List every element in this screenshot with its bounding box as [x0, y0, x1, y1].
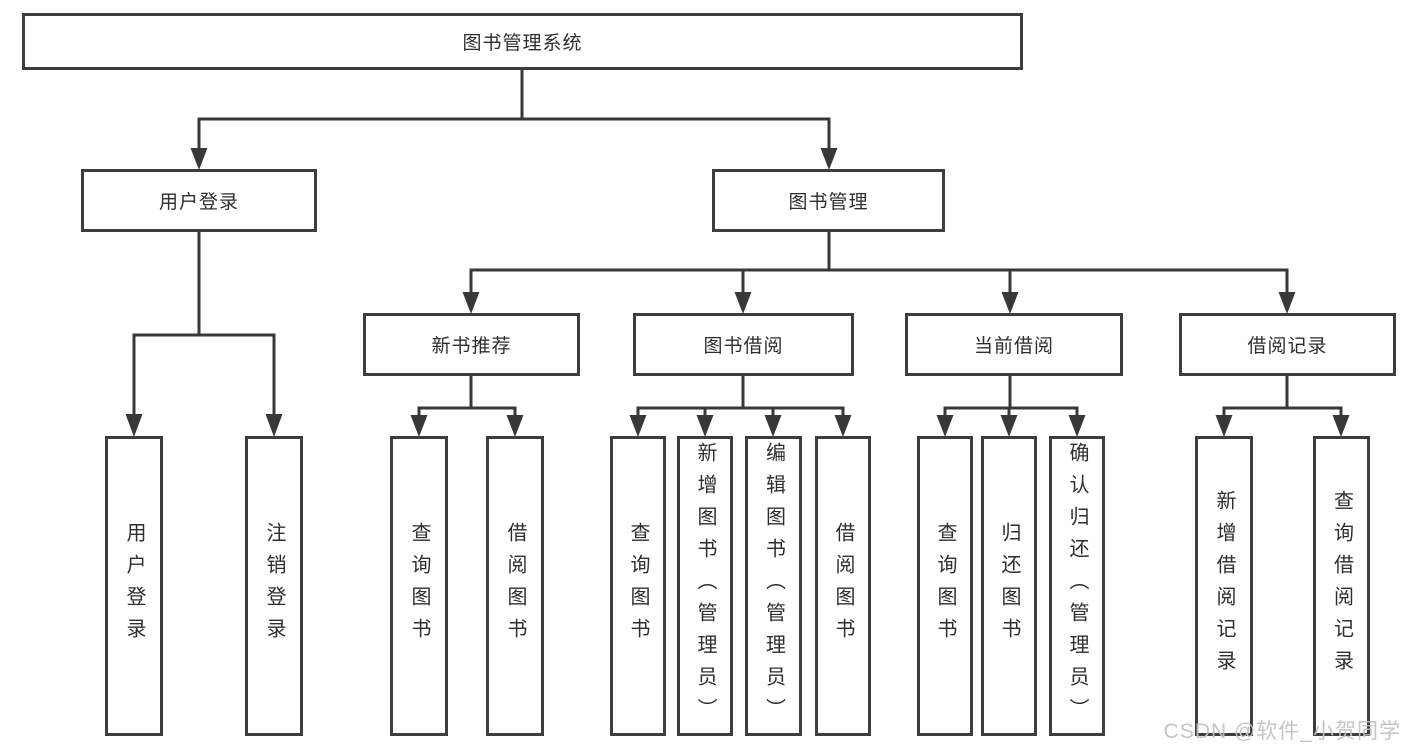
- connector-new-book: [417, 376, 517, 416]
- arrow-down-icon: [265, 414, 283, 437]
- arrow-down-icon: [1278, 292, 1296, 314]
- arrow-down-icon: [1001, 292, 1019, 314]
- leaf-logout-label: 注销登录: [263, 522, 285, 650]
- leaf-edit-books-admin-label: 编辑图书（管理员）: [762, 442, 785, 730]
- arrow-down-icon: [1215, 415, 1233, 437]
- arrow-down-icon: [506, 415, 524, 437]
- arrow-down-icon: [629, 415, 647, 437]
- leaf-confirm-return-admin-label: 确认归还（管理员）: [1066, 442, 1088, 730]
- leaf-borrow-books-1-label: 借阅图书: [504, 522, 526, 650]
- node-borrow-records: 借阅记录: [1179, 313, 1396, 376]
- connector-book-borrow: [636, 376, 845, 416]
- node-book-borrow: 图书借阅: [633, 313, 854, 376]
- leaf-return-books-label: 归还图书: [998, 522, 1020, 650]
- arrow-down-icon: [125, 414, 143, 437]
- node-current-borrow: 当前借阅: [905, 313, 1123, 376]
- node-root-label: 图书管理系统: [462, 33, 583, 54]
- node-user-login: 用户登录: [81, 169, 317, 232]
- leaf-edit-books-admin: 编辑图书（管理员）: [745, 436, 802, 736]
- leaf-borrow-books-2-label: 借阅图书: [832, 522, 854, 650]
- node-current-borrow-label: 当前借阅: [973, 336, 1054, 357]
- arrow-down-icon: [820, 148, 838, 170]
- leaf-confirm-return-admin: 确认归还（管理员）: [1049, 436, 1105, 736]
- leaf-return-books: 归还图书: [981, 436, 1037, 736]
- leaf-query-books-2-label: 查询图书: [627, 522, 649, 650]
- arrow-down-icon: [462, 292, 480, 314]
- leaf-add-borrow-record: 新增借阅记录: [1195, 436, 1253, 736]
- connector-user-login: [132, 232, 276, 416]
- leaf-query-books-3-label: 查询图书: [934, 522, 956, 650]
- csdn-watermark: CSDN @软件_小贺同学: [1163, 720, 1401, 743]
- leaf-query-borrow-record-label: 查询借阅记录: [1330, 490, 1353, 682]
- node-user-login-label: 用户登录: [158, 192, 239, 213]
- connector-borrow-records: [1222, 376, 1343, 416]
- node-new-book-recommend: 新书推荐: [363, 313, 580, 376]
- connector-book-mgmt: [469, 232, 1289, 293]
- arrow-down-icon: [1332, 415, 1350, 437]
- leaf-borrow-books-1: 借阅图书: [486, 436, 544, 736]
- leaf-logout: 注销登录: [245, 436, 303, 736]
- leaf-user-login-label: 用户登录: [123, 522, 145, 650]
- leaf-add-books-admin-label: 新增图书（管理员）: [694, 442, 716, 730]
- arrow-down-icon: [190, 148, 208, 170]
- arrow-down-icon: [764, 415, 782, 437]
- leaf-query-borrow-record: 查询借阅记录: [1313, 436, 1370, 736]
- arrow-down-icon: [834, 415, 852, 437]
- node-book-mgmt: 图书管理: [712, 169, 945, 232]
- node-book-borrow-label: 图书借阅: [703, 336, 784, 357]
- leaf-borrow-books-2: 借阅图书: [815, 436, 871, 736]
- node-root: 图书管理系统: [22, 13, 1023, 70]
- arrow-down-icon: [410, 415, 428, 437]
- arrowheads: [125, 148, 1350, 437]
- leaf-add-borrow-record-label: 新增借阅记录: [1213, 490, 1235, 682]
- leaf-query-books-1: 查询图书: [390, 436, 448, 736]
- leaf-query-books-1-label: 查询图书: [408, 522, 430, 650]
- arrow-down-icon: [734, 292, 752, 314]
- leaf-user-login: 用户登录: [105, 436, 163, 736]
- arrow-down-icon: [1000, 415, 1018, 437]
- node-borrow-records-label: 借阅记录: [1247, 336, 1328, 357]
- arrow-down-icon: [1068, 415, 1086, 437]
- node-new-book-recommend-label: 新书推荐: [431, 336, 512, 357]
- leaf-query-books-2: 查询图书: [610, 436, 666, 736]
- arrow-down-icon: [936, 415, 954, 437]
- leaf-add-books-admin: 新增图书（管理员）: [677, 436, 733, 736]
- leaf-query-books-3: 查询图书: [917, 436, 973, 736]
- arrow-down-icon: [696, 415, 714, 437]
- connector-root: [197, 70, 831, 150]
- connector-current-borrow: [943, 376, 1079, 416]
- node-book-mgmt-label: 图书管理: [788, 192, 869, 213]
